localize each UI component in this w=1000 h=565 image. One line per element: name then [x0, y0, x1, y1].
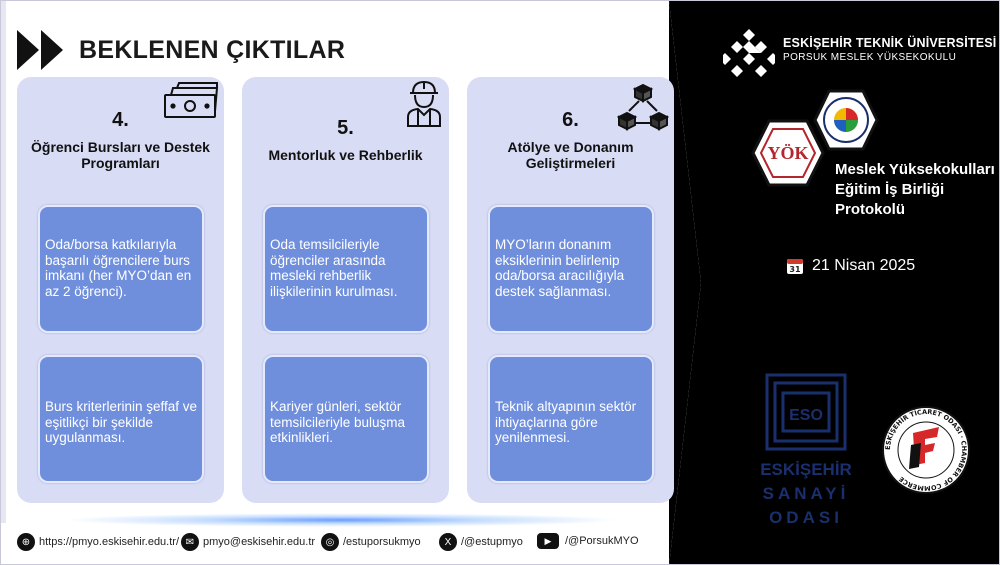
- column-heading: Mentorluk ve Rehberlik: [268, 147, 423, 163]
- column-heading: Atölye ve Donanım Geliştirmeleri: [507, 139, 634, 171]
- page-title: BEKLENEN ÇIKTILAR: [79, 35, 346, 64]
- footer-x[interactable]: X /@estupmyo: [439, 533, 523, 551]
- globe-icon: ⊕: [17, 533, 35, 551]
- calendar-icon: 31: [787, 259, 803, 274]
- column-mentorship: 5. Mentorluk ve Rehberlik Oda temsilcile…: [242, 77, 449, 503]
- worker-icon: [407, 80, 441, 127]
- card-text: Kariyer günleri, sektör temsilcileriyle …: [270, 399, 406, 445]
- eso-line2: SANAYİ: [763, 484, 850, 503]
- outcome-card: Kariyer günleri, sektör temsilcileriyle …: [263, 355, 429, 483]
- footer-instagram-text: /estuporsukmyo: [343, 536, 421, 548]
- footer-youtube-text: /@PorsukMYO: [565, 535, 639, 547]
- title-row: BEKLENEN ÇIKTILAR: [17, 28, 345, 72]
- eso-line3: ODASI: [769, 508, 843, 527]
- card-text: Teknik altyapının sektör ihtiyaçlarına g…: [495, 399, 637, 445]
- footer-website-text: https://pmyo.eskisehir.edu.tr/: [39, 536, 180, 548]
- footer-x-text: /@estupmyo: [461, 536, 523, 548]
- calendar-day: 31: [789, 265, 801, 274]
- tobb-logo: [813, 89, 879, 151]
- eso-badge: ESO: [789, 407, 823, 424]
- money-icon: [164, 82, 219, 118]
- outcome-card: Teknik altyapının sektör ihtiyaçlarına g…: [488, 355, 654, 483]
- outcome-card: Burs kriterlerinin şeffaf ve eşitlikçi b…: [38, 355, 204, 483]
- footer-glow: [61, 513, 621, 527]
- footer-email-text: pmyo@eskisehir.edu.tr: [203, 536, 316, 548]
- protocol-title: Meslek Yüksekokulları Eğitim İş Birliği …: [835, 161, 995, 218]
- youtube-icon: ▶: [537, 533, 559, 549]
- card-text: Oda temsilcileriyle öğrenciler arasında …: [270, 237, 398, 299]
- column-workshop: 6. Atölye ve Donanım Geliştirmeleri MYO’…: [467, 77, 674, 503]
- card-text: MYO’ların donanım eksiklerinin belirleni…: [495, 237, 625, 299]
- eso-line1: ESKİŞEHİR: [761, 460, 851, 479]
- footer-email[interactable]: ✉ pmyo@eskisehir.edu.tr: [181, 533, 315, 551]
- school-name: PORSUK MESLEK YÜKSEKOKULU: [783, 52, 957, 63]
- card-text: Oda/borsa katkılarıyla başarılı öğrencil…: [45, 237, 192, 299]
- card-text: Burs kriterlerinin şeffaf ve eşitlikçi b…: [45, 399, 198, 445]
- x-icon: X: [439, 533, 457, 551]
- instagram-icon: ◎: [321, 533, 339, 551]
- cubes-network-icon: [617, 83, 669, 131]
- footer-instagram[interactable]: ◎ /estuporsukmyo: [321, 533, 421, 551]
- footer-youtube[interactable]: ▶ /@PorsukMYO: [537, 533, 639, 549]
- university-name: ESKİŞEHİR TEKNİK ÜNİVERSİTESİ: [783, 36, 997, 50]
- outcome-card: Oda/borsa katkılarıyla başarılı öğrencil…: [38, 205, 204, 333]
- column-scholarships: 4. Öğrenci Bursları ve Destek Programlar…: [17, 77, 224, 503]
- event-date: 21 Nisan 2025: [812, 257, 916, 274]
- yok-logo: YÖK: [751, 119, 825, 187]
- column-heading: Öğrenci Bursları ve Destek Programları: [31, 139, 210, 171]
- outcome-card: MYO’ların donanım eksiklerinin belirleni…: [488, 205, 654, 333]
- column-number: 5.: [337, 117, 354, 139]
- outcome-card: Oda temsilcileriyle öğrenciler arasında …: [263, 205, 429, 333]
- eso-logo: ESO ESKİŞEHİR SANAYİ ODASI: [761, 373, 851, 527]
- double-arrow-icon: [17, 30, 63, 70]
- column-number: 4.: [112, 109, 129, 131]
- date-row: 31 21 Nisan 2025: [786, 257, 915, 275]
- university-logo: [723, 29, 775, 77]
- footer-website[interactable]: ⊕ https://pmyo.eskisehir.edu.tr/: [17, 533, 179, 551]
- column-number: 6.: [562, 109, 579, 131]
- mail-icon: ✉: [181, 533, 199, 551]
- eto-seal: ESKİŞEHİR TİCARET ODASI · CHAMBER OF COM…: [882, 406, 970, 494]
- svg-text:YÖK: YÖK: [767, 143, 808, 163]
